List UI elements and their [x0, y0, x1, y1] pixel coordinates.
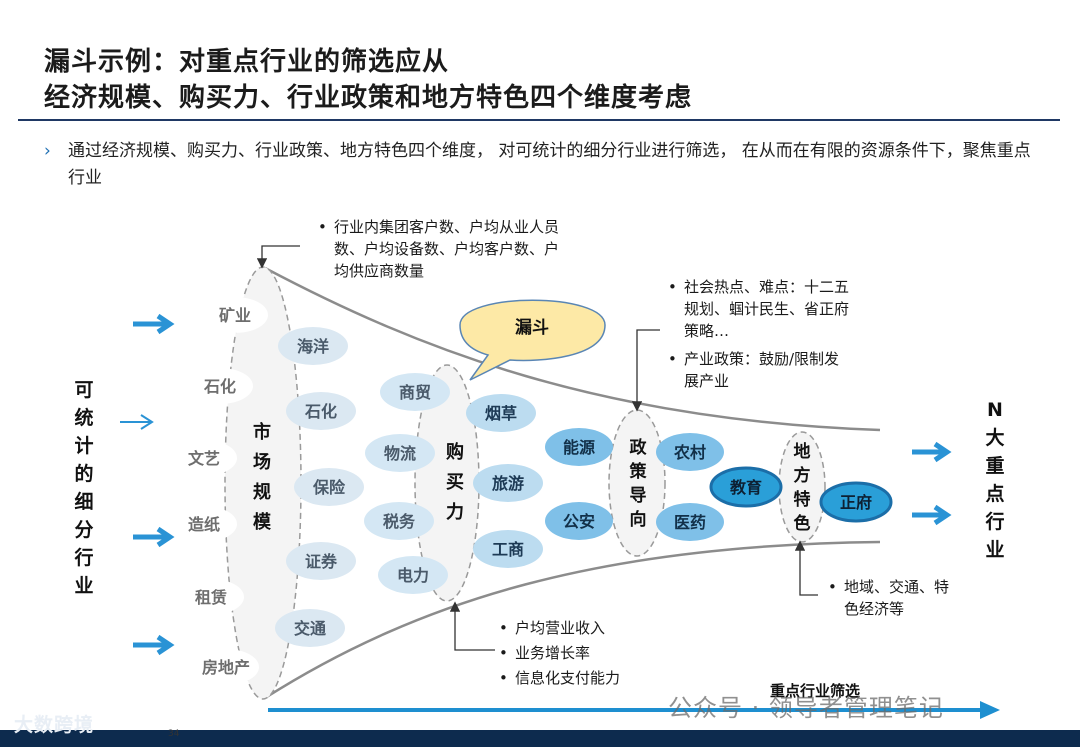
intro-paragraph: › 通过经济规模、购买力、行业政策、地方特色四个维度， 对可统计的细分行业进行筛… — [44, 138, 1044, 192]
note-local: 地域、交通、特色经济等 — [828, 576, 958, 620]
output-arrow-1 — [912, 441, 952, 463]
policy-industry: 能源 — [545, 428, 613, 466]
screening-arrow-head — [980, 701, 1000, 719]
policy-industry-label: 公安 — [563, 512, 595, 531]
input-arrow-2 — [120, 414, 154, 430]
stage-policy — [608, 409, 666, 557]
scale-industry: 保险 — [294, 468, 364, 506]
input-arrow-3 — [133, 526, 175, 548]
power-industry-2: 烟草 — [466, 394, 536, 432]
watermark-text: 公众号 · 领导者管理笔记 — [668, 694, 944, 722]
note-local-item: 地域、交通、特色经济等 — [828, 576, 958, 620]
connector-local — [794, 540, 818, 596]
page-number: 34 — [168, 729, 180, 739]
note-purchasing-item-3: 信息化支付能力 — [499, 666, 659, 691]
note-policy: 社会热点、难点：十二五规划、蝈计民生、省正府策略… 产业政策：鼓励/限制发展产业 — [668, 276, 850, 392]
connector-top — [256, 245, 300, 269]
funnel-callout-bubble — [459, 299, 606, 381]
right-label-key-industries: N 大 重 点 行 业 — [985, 399, 1005, 561]
note-market-scale: 行业内集团客户数、户均从业人员数、户均设备数、户均客户数、户均供应商数量 — [318, 216, 570, 282]
note-purchasing-item-2: 业务增长率 — [499, 641, 659, 666]
input-industry-label: 石化 — [203, 377, 236, 396]
power-industry-label: 税务 — [383, 512, 416, 531]
policy-industry-2: 农村 — [656, 433, 724, 471]
funnel-callout-text: 漏斗 — [515, 318, 549, 338]
input-industry-label: 造纸 — [188, 515, 220, 534]
input-industry: 房地产 — [193, 649, 259, 685]
note-purchasing-item-1: 户均营业收入 — [499, 616, 659, 641]
final-industry-label: 正府 — [840, 493, 872, 512]
input-industry: 矿业 — [202, 297, 268, 333]
local-industry: 教育 — [709, 466, 783, 508]
input-industry: 文艺 — [171, 440, 237, 476]
final-industry: 正府 — [819, 481, 893, 523]
input-industry-label: 房地产 — [202, 658, 250, 677]
policy-industry-2: 医药 — [656, 503, 724, 541]
brand-watermark: 大数跨境 — [14, 714, 95, 736]
scale-industry: 证券 — [286, 542, 356, 580]
policy-industry-2-label: 农村 — [673, 443, 706, 462]
output-arrow-2 — [912, 504, 952, 526]
power-industry-2-label: 旅游 — [492, 474, 524, 493]
power-industry-label: 商贸 — [399, 383, 431, 402]
input-arrow-4 — [133, 634, 175, 656]
input-industry: 造纸 — [171, 506, 237, 542]
footer-bar — [0, 730, 1080, 747]
screening-label: 重点行业筛选 — [770, 682, 861, 700]
input-industry-label: 租赁 — [195, 588, 227, 607]
power-industry: 税务 — [364, 502, 434, 540]
power-industry-2: 旅游 — [473, 464, 543, 502]
scale-industry-label: 证券 — [305, 552, 338, 571]
note-purchasing-power: 户均营业收入 业务增长率 信息化支付能力 — [499, 616, 659, 691]
title-line-1: 漏斗示例：对重点行业的筛选应从 — [44, 47, 450, 77]
funnel-top-edge — [264, 266, 881, 432]
note-market-scale-item: 行业内集团客户数、户均从业人员数、户均设备数、户均客户数、户均供应商数量 — [318, 216, 570, 282]
input-industry-label: 文艺 — [188, 449, 220, 468]
input-industry: 租赁 — [178, 579, 244, 615]
scale-industry-label: 交通 — [294, 619, 326, 638]
connector-bottom — [449, 601, 495, 651]
connector-policy — [631, 329, 660, 412]
input-industry: 石化 — [187, 368, 253, 404]
local-industry-label: 教育 — [730, 478, 762, 497]
input-arrow-1 — [133, 313, 175, 335]
intro-text: 通过经济规模、购买力、行业政策、地方特色四个维度， 对可统计的细分行业进行筛选，… — [68, 141, 1031, 188]
power-industry: 物流 — [365, 434, 435, 472]
stage-label-purchasing-power: 购 买 力 — [446, 442, 464, 523]
stage-label-policy: 政 策 导 向 — [629, 438, 647, 530]
power-industry: 电力 — [378, 556, 448, 594]
stage-label-market-scale: 市 场 规 模 — [253, 422, 271, 533]
scale-industry: 石化 — [286, 392, 356, 430]
policy-industry: 公安 — [545, 502, 613, 540]
page-title: 漏斗示例：对重点行业的筛选应从 经济规模、购买力、行业政策和地方特色四个维度考虑 — [44, 44, 692, 116]
power-industry-2-label: 烟草 — [485, 404, 517, 423]
note-policy-item-2: 产业政策：鼓励/限制发展产业 — [668, 348, 850, 392]
input-industry-label: 矿业 — [219, 306, 251, 325]
power-industry-label: 电力 — [397, 566, 429, 585]
scale-industry-label: 保险 — [312, 478, 346, 497]
left-label-statistical-industries: 可 统 计 的 细 分 行 业 — [74, 379, 94, 597]
scale-industry-label: 石化 — [304, 402, 337, 421]
chevron-right-icon: › — [44, 141, 51, 161]
title-rule — [18, 119, 1060, 121]
stage-label-local: 地 方 特 色 — [793, 442, 811, 534]
policy-industry-label: 能源 — [563, 438, 595, 457]
policy-industry-2-label: 医药 — [674, 513, 706, 532]
power-industry-2-label: 工商 — [492, 540, 524, 559]
scale-industry: 海洋 — [278, 327, 348, 365]
note-policy-item-1: 社会热点、难点：十二五规划、蝈计民生、省正府策略… — [668, 276, 850, 342]
title-line-2: 经济规模、购买力、行业政策和地方特色四个维度考虑 — [44, 83, 693, 113]
power-industry-label: 物流 — [384, 444, 416, 463]
scale-industry: 交通 — [275, 609, 345, 647]
power-industry: 商贸 — [380, 373, 450, 411]
scale-industry-label: 海洋 — [297, 337, 329, 356]
funnel-bottom-edge — [264, 540, 881, 700]
power-industry-2: 工商 — [473, 530, 543, 568]
